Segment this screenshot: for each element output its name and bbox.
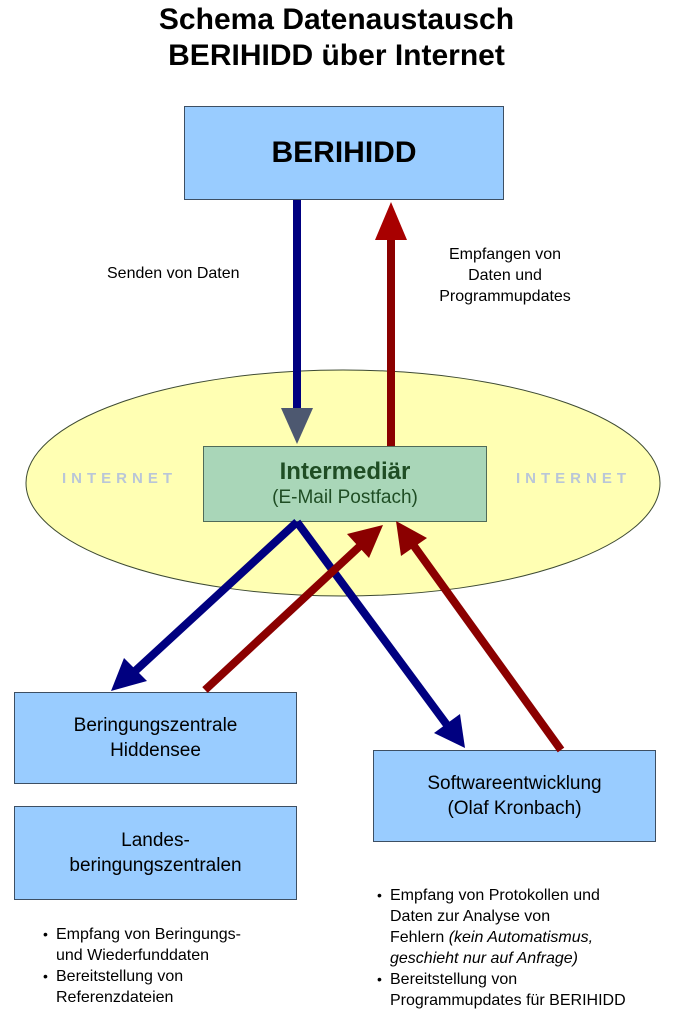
- node-beringungszentrale: Beringungszentrale Hiddensee: [14, 692, 297, 784]
- notes-right-item1-line4: geschieht nur auf Anfrage): [390, 948, 626, 969]
- node-software-line1: Softwareentwicklung: [427, 773, 602, 794]
- notes-right-list: Empfang von Protokollen und Daten zur An…: [376, 885, 626, 1011]
- node-beringungszentrale-line2: Hiddensee: [110, 740, 201, 761]
- label-empfangen-line1: Empfangen von: [448, 246, 562, 263]
- arrow-send-software-head: [434, 714, 465, 748]
- node-landesberingungszentralen: Landes- beringungszentralen: [14, 806, 297, 900]
- notes-left-item: Bereitstellung von Referenzdateien: [42, 966, 241, 1008]
- notes-right-item2-line1: Bereitstellung von: [390, 971, 518, 988]
- arrow-receive-software-head: [396, 521, 427, 556]
- node-beringungszentrale-line1: Beringungszentrale: [73, 715, 238, 736]
- arrow-receive-beringungszentrale-head: [347, 525, 383, 558]
- notes-right-item1-line3-plain: Fehlern: [390, 929, 449, 946]
- notes-right-item: Empfang von Protokollen und Daten zur An…: [376, 885, 626, 969]
- arrow-send-software-shaft: [293, 519, 451, 728]
- internet-label-left: INTERNET: [62, 470, 177, 487]
- node-berihidd: BERIHIDD: [184, 106, 504, 200]
- notes-left-item2-line1: Bereitstellung von: [56, 968, 184, 985]
- notes-right-item1-line1: Empfang von Protokollen und: [390, 887, 600, 904]
- node-softwareentwicklung: Softwareentwicklung (Olaf Kronbach): [373, 750, 656, 842]
- arrow-send-beringungszentrale-shaft: [130, 519, 300, 676]
- label-senden-von-daten: Senden von Daten: [107, 265, 240, 282]
- notes-right-item1-line3: Fehlern (kein Automatismus,: [390, 927, 626, 948]
- node-intermediaer-sublabel: (E-Mail Postfach): [272, 487, 418, 508]
- notes-left-list: Empfang von Beringungs- und Wiederfundda…: [42, 924, 241, 1008]
- notes-left-item1-line1: Empfang von Beringungs-: [56, 926, 241, 943]
- notes-right-item2-line2: Programmupdates für BERIHIDD: [390, 992, 626, 1009]
- notes-left-item: Empfang von Beringungs- und Wiederfundda…: [42, 924, 241, 966]
- node-software-line2: (Olaf Kronbach): [447, 798, 582, 819]
- arrow-receive-berihidd-head: [375, 202, 407, 240]
- arrow-send-beringungszentrale-head: [111, 658, 147, 691]
- arrow-send-berihidd-head: [281, 408, 313, 444]
- label-empfangen-line2: Daten und: [468, 267, 542, 284]
- notes-right-item1-line4-italic: geschieht nur auf Anfrage): [390, 950, 578, 967]
- diagram-title-line2: BERIHIDD über Internet: [168, 39, 505, 72]
- notes-right-item1-line2: Daten zur Analyse von: [390, 908, 551, 925]
- notes-left-item2-line2: Referenzdateien: [56, 989, 174, 1006]
- label-empfangen: Empfangen von Daten und Programmupdates: [410, 244, 600, 307]
- notes-right-item1-line3-italic: (kein Automatismus,: [448, 929, 594, 946]
- internet-label-right: INTERNET: [516, 470, 631, 487]
- node-berihidd-label: BERIHIDD: [271, 136, 417, 169]
- arrow-receive-software-shaft: [410, 543, 565, 753]
- arrow-receive-beringungszentrale-shaft: [202, 543, 363, 693]
- label-empfangen-line3: Programmupdates: [439, 288, 571, 305]
- node-intermediaer: Intermediär (E-Mail Postfach): [203, 446, 487, 522]
- notes-left-item1-line2: und Wiederfunddaten: [56, 947, 209, 964]
- node-landes-line2: beringungszentralen: [69, 855, 242, 876]
- node-landes-line1: Landes-: [121, 830, 190, 851]
- notes-right-item: Bereitstellung von Programmupdates für B…: [376, 969, 626, 1011]
- node-intermediaer-label: Intermediär: [279, 458, 411, 485]
- diagram-title-line1: Schema Datenaustausch: [158, 3, 515, 36]
